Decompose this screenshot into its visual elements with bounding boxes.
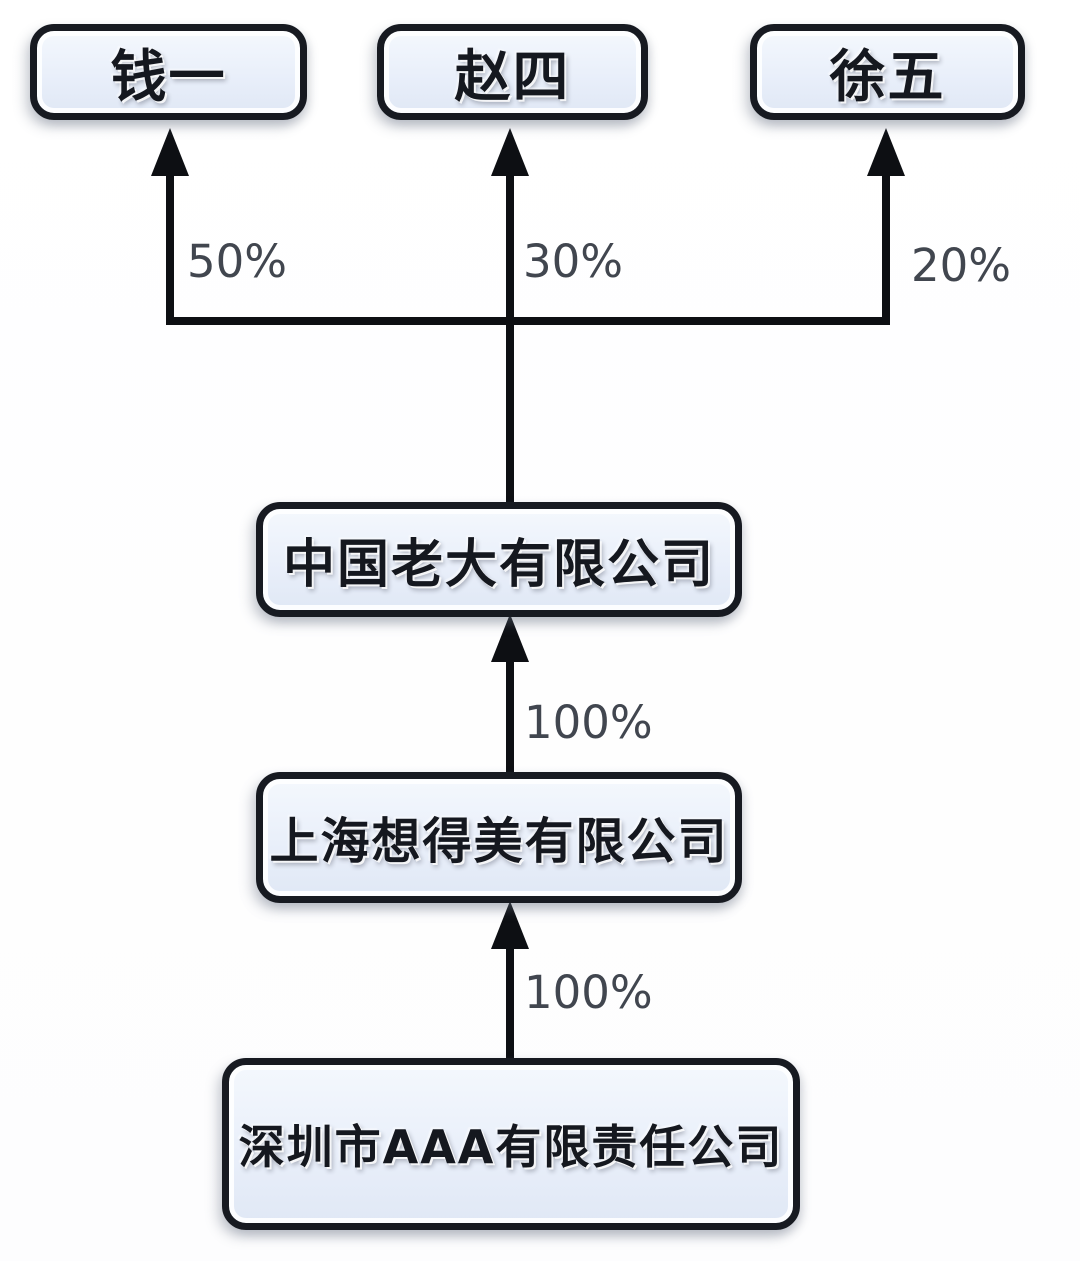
- node-company-shanghai: 上海想得美有限公司: [256, 772, 742, 903]
- company-shanghai-name: 上海想得美有限公司: [269, 813, 729, 870]
- ownership-percent-zhao: 30%: [523, 235, 624, 288]
- node-company-shenzhen: 深圳市AAA有限责任公司: [222, 1058, 800, 1230]
- ownership-percent-qian: 50%: [187, 235, 288, 288]
- node-shareholder-xu: 徐五: [750, 24, 1025, 120]
- arrowhead-to-zhongguo-icon: [491, 614, 529, 662]
- node-shareholder-zhao: 赵四: [377, 24, 648, 120]
- ownership-percent-shanghai-zhongguo: 100%: [524, 696, 653, 749]
- shareholder-xu-name: 徐五: [829, 44, 946, 110]
- shareholder-qian-name: 钱一: [110, 44, 227, 110]
- arrowhead-to-shanghai-icon: [491, 901, 529, 949]
- arrowhead-to-xu-icon: [867, 128, 905, 176]
- arrowhead-to-zhao-icon: [491, 128, 529, 176]
- node-shareholder-qian: 钱一: [30, 24, 307, 120]
- node-company-zhongguo: 中国老大有限公司: [256, 502, 742, 617]
- shareholder-zhao-name: 赵四: [454, 44, 571, 110]
- arrowhead-to-qian-icon: [151, 128, 189, 176]
- company-zhongguo-name: 中国老大有限公司: [282, 535, 715, 595]
- ownership-percent-xu: 20%: [911, 239, 1012, 292]
- shareholder-branch-line: [166, 174, 890, 325]
- ownership-percent-shenzhen-shanghai: 100%: [524, 966, 653, 1019]
- company-shenzhen-name: 深圳市AAA有限责任公司: [238, 1120, 784, 1174]
